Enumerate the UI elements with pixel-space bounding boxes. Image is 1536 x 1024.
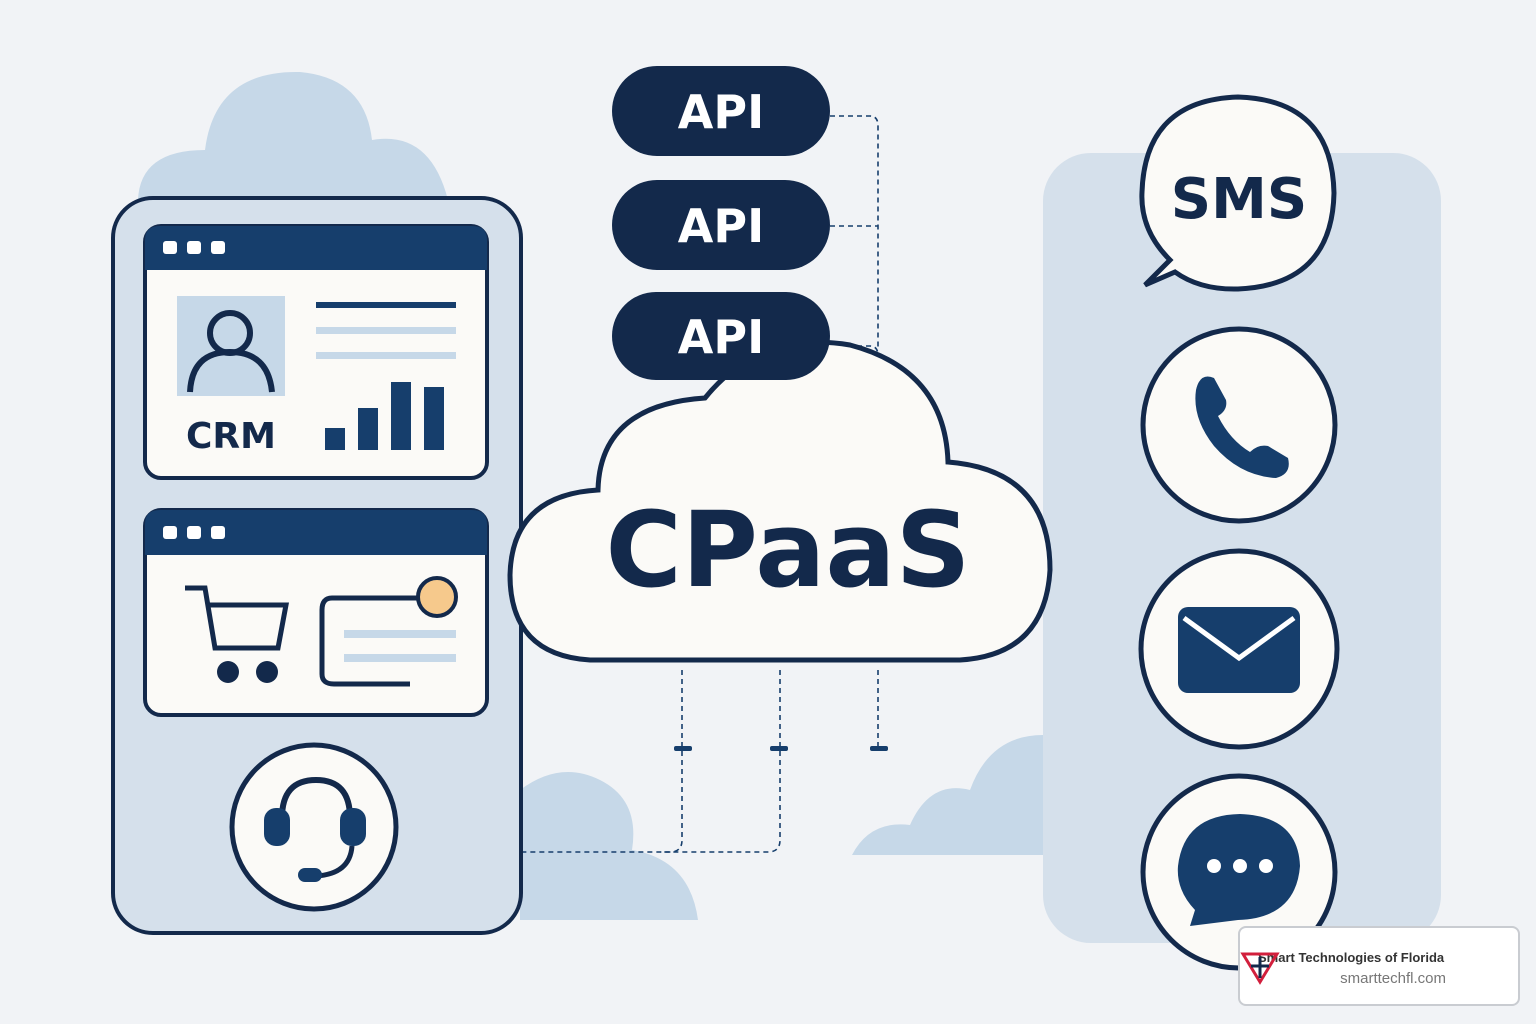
svg-text:API: API: [678, 199, 764, 253]
svg-text:API: API: [678, 310, 764, 364]
user-icon: [187, 310, 275, 393]
left-device: CRM: [111, 196, 523, 935]
watermark: Smart Technologies of Florida smarttechf…: [1238, 926, 1520, 1006]
email-channel: [1138, 548, 1340, 750]
sms-label: SMS: [1171, 167, 1307, 232]
watermark-name: Smart Technologies of Florida: [1258, 950, 1445, 965]
watermark-url: smarttechfl.com: [1340, 970, 1446, 987]
connector-lines: [520, 115, 879, 853]
notification-dot: [416, 576, 458, 618]
cpaas-label: CPaaS: [605, 489, 970, 611]
crm-label: CRM: [186, 416, 276, 457]
phone-icon: [1195, 376, 1289, 478]
api-pill-1: API: [612, 66, 830, 156]
api-pill-2: API: [612, 180, 830, 270]
svg-text:API: API: [678, 85, 764, 139]
cpaas-cloud: CPaaS: [507, 339, 1053, 663]
background-clouds: [138, 71, 1043, 920]
commerce-window: [143, 508, 489, 717]
company-logo-icon: [1240, 952, 1280, 985]
headset-icon: [229, 742, 399, 912]
shopping-cart-icon: [185, 585, 290, 683]
crm-window: CRM: [143, 224, 489, 480]
sms-channel: SMS: [1139, 94, 1337, 292]
envelope-icon: [1178, 607, 1300, 693]
phone-channel: [1140, 326, 1338, 524]
api-pills: API API: [612, 66, 830, 270]
chat-channel: [1140, 773, 1338, 971]
channels-panel: [1043, 153, 1441, 943]
bar-chart-icon: [325, 382, 444, 450]
api-pill-3: API: [612, 292, 830, 380]
